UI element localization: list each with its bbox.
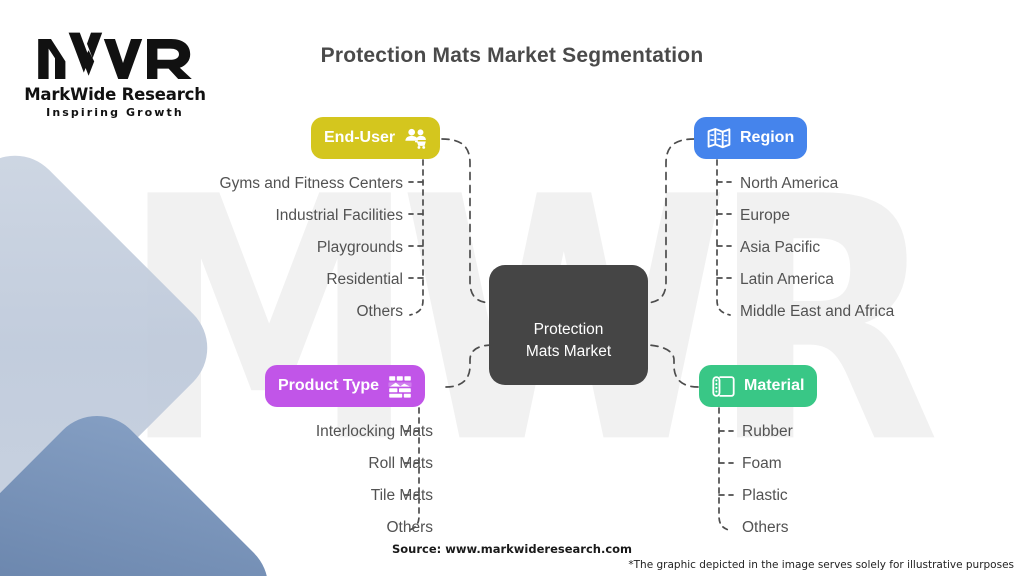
list-item[interactable]: Playgrounds	[316, 239, 403, 256]
list-item[interactable]: Europe	[740, 207, 790, 224]
list-item[interactable]: Industrial Facilities	[275, 207, 404, 224]
list-item[interactable]: North America	[740, 175, 839, 192]
segment-badge-end-user[interactable]: End-User	[311, 117, 441, 159]
connector-region	[643, 138, 695, 304]
center-node[interactable]: Protection Mats Market	[489, 265, 648, 385]
connector-material	[644, 344, 699, 388]
brand-logo: MarkWide Research Inspiring Growth	[22, 26, 208, 119]
list-item[interactable]: Middle East and Africa	[740, 303, 895, 320]
list-item[interactable]: Others	[742, 519, 789, 536]
disclaimer-note: *The graphic depicted in the image serve…	[628, 559, 1014, 571]
list-item[interactable]: Gyms and Fitness Centers	[219, 175, 403, 192]
ticks-end-user	[408, 181, 424, 279]
map-icon	[707, 127, 731, 149]
segment-label-product-type: Product Type	[278, 377, 380, 394]
segment-badge-region[interactable]: Region	[694, 117, 808, 159]
segment-items-product-type: Interlocking Mats Roll Mats Tile Mats Ot…	[316, 416, 433, 544]
list-item[interactable]: Rubber	[742, 423, 793, 440]
list-item[interactable]: Roll Mats	[368, 455, 433, 472]
list-item[interactable]: Others	[356, 303, 403, 320]
segment-items-region: North America Europe Asia Pacific Latin …	[740, 168, 894, 328]
list-item[interactable]: Others	[386, 519, 433, 536]
users-cart-icon	[404, 128, 427, 149]
list-item[interactable]: Plastic	[742, 487, 788, 504]
spine-region	[716, 159, 731, 316]
mat-roll-icon	[712, 375, 735, 398]
segment-badge-material[interactable]: Material	[699, 365, 818, 407]
segment-items-material: Rubber Foam Plastic Others	[742, 416, 793, 544]
connector-end-user	[441, 138, 494, 304]
list-item[interactable]: Latin America	[740, 271, 834, 288]
segment-badge-product-type[interactable]: Product Type	[265, 365, 426, 407]
segment-label-region: Region	[740, 129, 795, 146]
segment-label-end-user: End-User	[324, 129, 396, 146]
ticks-region	[716, 181, 732, 279]
center-node-line2: Mats Market	[525, 343, 612, 360]
layered-mats-icon	[388, 375, 412, 398]
list-item[interactable]: Residential	[326, 271, 403, 288]
brand-name: MarkWide Research	[24, 85, 206, 104]
list-item[interactable]: Tile Mats	[370, 487, 433, 504]
connector-product-type	[445, 344, 494, 388]
spine-material	[718, 407, 733, 532]
brand-tagline: Inspiring Growth	[46, 106, 184, 119]
center-node-line1: Protection	[533, 321, 604, 338]
mwr-monogram-icon	[38, 32, 192, 79]
segment-label-material: Material	[744, 377, 805, 394]
source-note: Source: www.markwideresearch.com	[391, 542, 633, 556]
page-title: Protection Mats Market Segmentation	[320, 44, 704, 67]
list-item[interactable]: Foam	[742, 455, 782, 472]
list-item[interactable]: Asia Pacific	[740, 239, 821, 256]
segment-items-end-user: Gyms and Fitness Centers Industrial Faci…	[220, 168, 403, 328]
ticks-product-type	[404, 430, 420, 496]
spine-end-user	[409, 159, 424, 316]
list-item[interactable]: Interlocking Mats	[315, 423, 433, 440]
ticks-material	[718, 430, 734, 496]
